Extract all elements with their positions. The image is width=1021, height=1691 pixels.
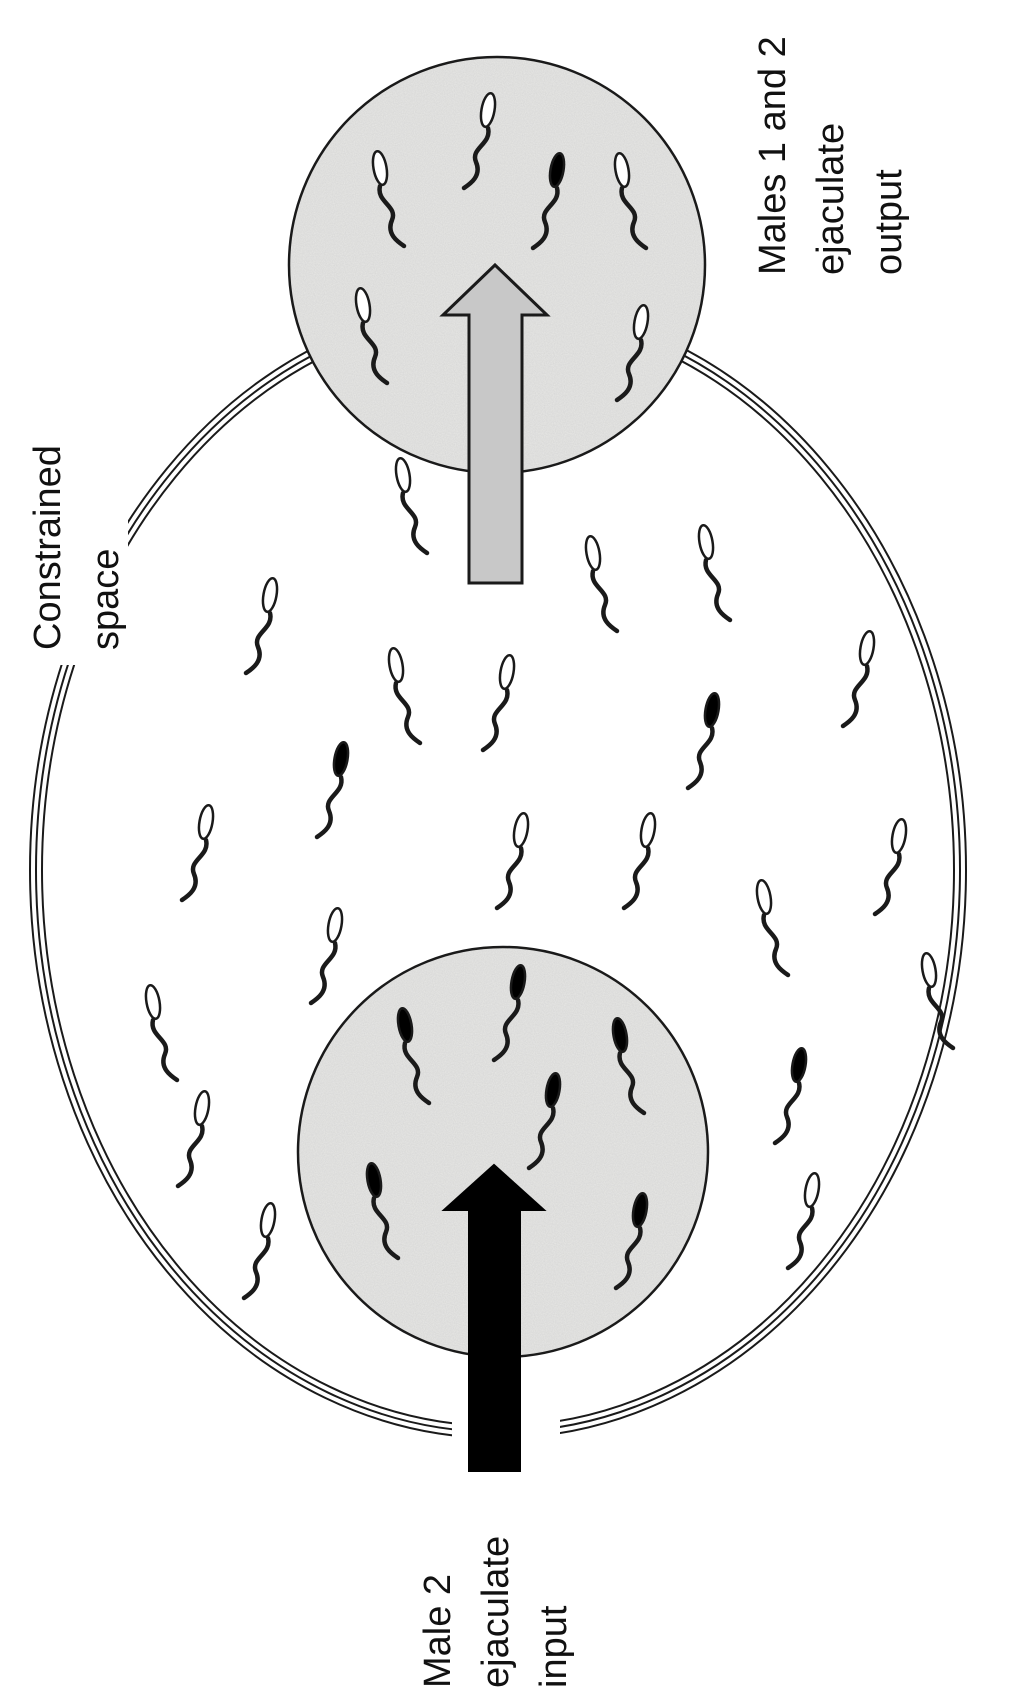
- output-label-line-3: output: [868, 169, 910, 275]
- output-label-line-1: Males 1 and 2: [752, 36, 794, 275]
- output-label-line-2: ejaculate: [810, 123, 852, 275]
- constrained-space-label-line-1: Constrained: [27, 445, 69, 650]
- output-label: Males 1 and 2 ejaculate output: [752, 36, 910, 275]
- input-label-line-3: input: [533, 1605, 575, 1688]
- constrained-space-label-line-2: space: [85, 549, 127, 650]
- input-label-line-1: Male 2: [417, 1574, 459, 1688]
- input-label: Male 2 ejaculate input: [417, 1536, 575, 1688]
- input-label-line-2: ejaculate: [475, 1536, 517, 1688]
